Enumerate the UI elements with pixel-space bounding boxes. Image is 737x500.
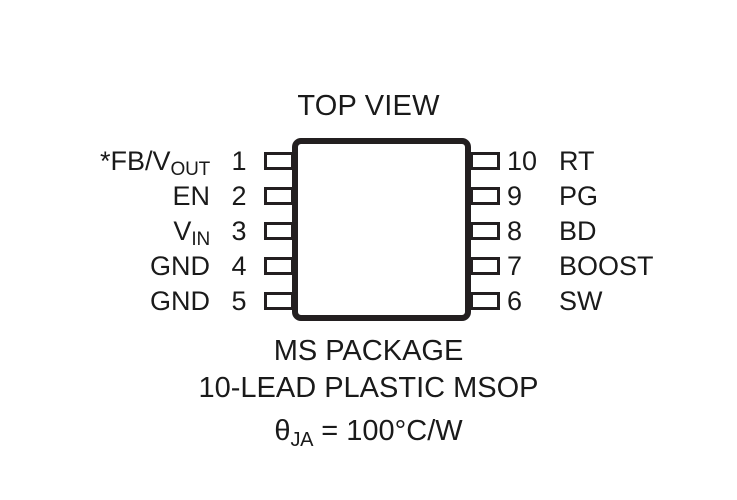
package-body-outline — [292, 138, 471, 321]
pin-label-2: EN — [172, 180, 210, 211]
thermal-resistance-caption: θJA = 100°C/W — [0, 415, 737, 451]
lead-pin-1 — [264, 152, 294, 170]
pin-number-6: 6 — [507, 285, 523, 316]
pin-number-9: 9 — [507, 180, 523, 211]
pin-label-4: GND — [150, 250, 210, 281]
theta-subscript: JA — [290, 429, 314, 451]
lead-pin-6 — [470, 292, 500, 310]
pin-label-6: SW — [559, 285, 603, 316]
view-title: TOP VIEW — [297, 90, 440, 122]
pin-row-5: GND 5 — [60, 284, 256, 318]
pin-row-6: 6 SW — [507, 284, 727, 318]
pin-number-4: 4 — [231, 250, 247, 281]
lead-pin-2 — [264, 187, 294, 205]
pin-row-10: 10 RT — [507, 144, 727, 178]
pin-label-3: VIN — [173, 215, 210, 250]
lead-pin-10 — [470, 152, 500, 170]
pin-number-1: 1 — [231, 145, 247, 176]
lead-pin-5 — [264, 292, 294, 310]
pin-row-8: 8 BD — [507, 214, 727, 248]
pin-row-3: VIN 3 — [60, 214, 256, 250]
package-name-caption: MS PACKAGE — [273, 335, 464, 367]
lead-pin-8 — [470, 222, 500, 240]
pin-row-9: 9 PG — [507, 179, 727, 213]
lead-pin-9 — [470, 187, 500, 205]
pin-label-5: GND — [150, 285, 210, 316]
theta-symbol: θ — [274, 415, 291, 447]
pin-label-9: PG — [559, 180, 599, 211]
pin-number-3: 3 — [231, 215, 247, 246]
pin-number-5: 5 — [231, 285, 247, 316]
pin-label-10: RT — [559, 145, 595, 176]
pin-number-10: 10 — [507, 145, 538, 176]
package-description-caption: 10-LEAD PLASTIC MSOP — [198, 372, 539, 404]
pin-row-7: 7 BOOST — [507, 249, 727, 283]
pin-label-1: *FB/VOUT — [99, 145, 210, 180]
pin-row-1: *FB/VOUT 1 — [60, 144, 256, 180]
theta-value: = 100°C/W — [313, 415, 463, 447]
pin-label-8: BD — [559, 215, 597, 246]
pin-number-2: 2 — [231, 180, 247, 211]
lead-pin-7 — [470, 257, 500, 275]
pin-number-7: 7 — [507, 250, 523, 281]
lead-pin-3 — [264, 222, 294, 240]
pin-row-4: GND 4 — [60, 249, 256, 283]
pin-label-7: BOOST — [559, 250, 654, 281]
lead-pin-4 — [264, 257, 294, 275]
pin-number-8: 8 — [507, 215, 523, 246]
pin-row-2: EN 2 — [60, 179, 256, 213]
